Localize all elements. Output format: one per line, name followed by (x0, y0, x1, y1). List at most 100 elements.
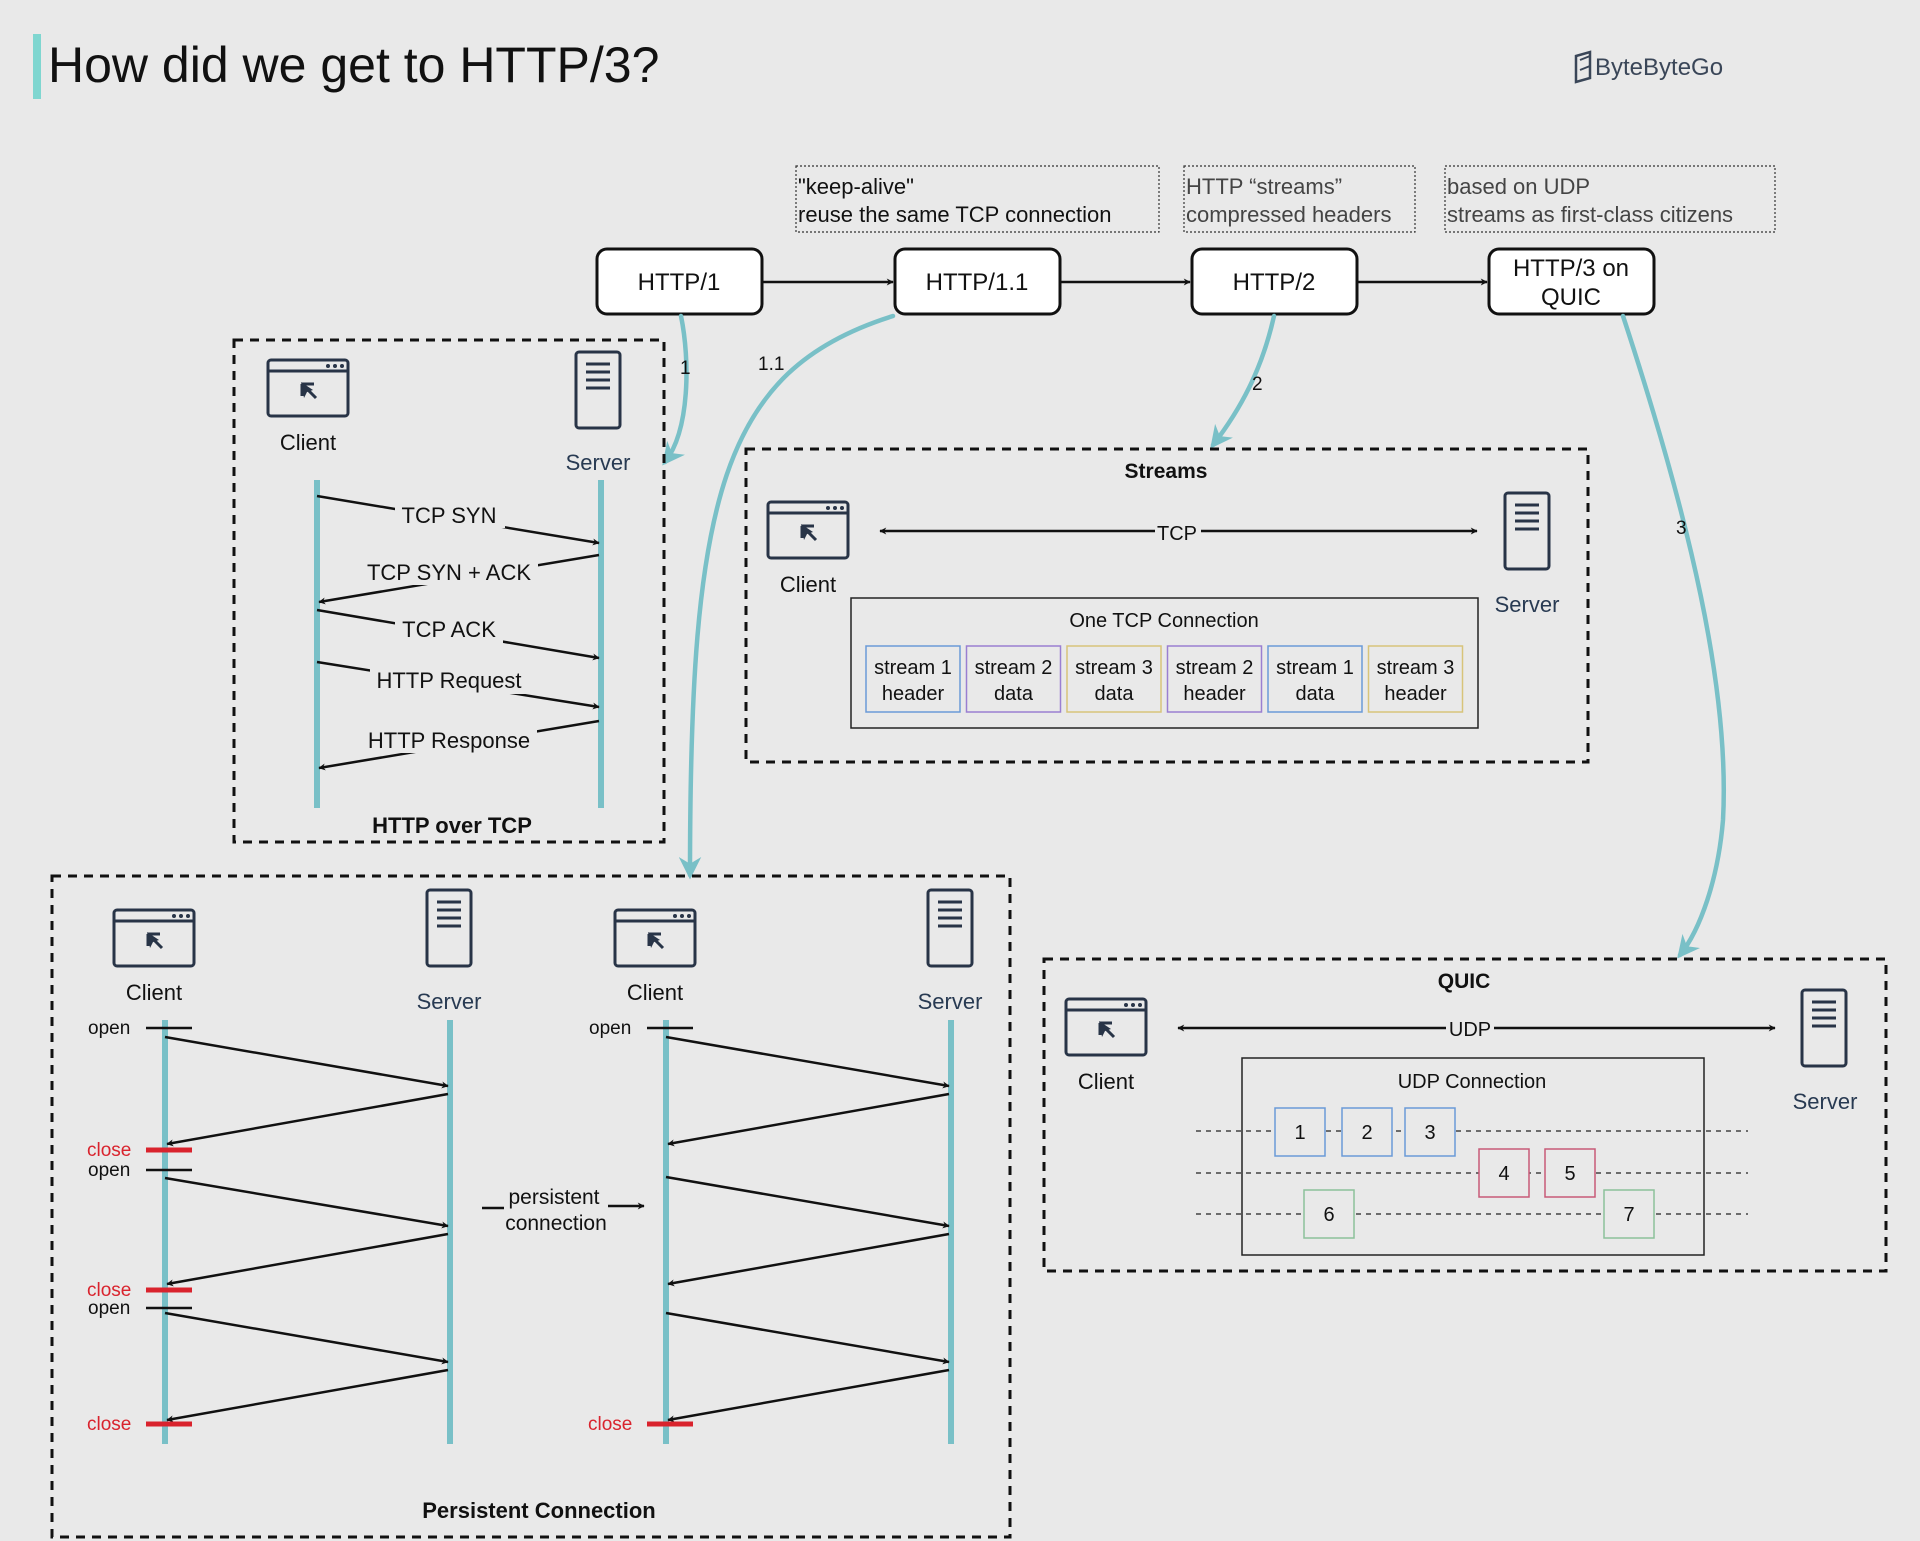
note-http11: "keep-alive" reuse the same TCP connecti… (795, 165, 1160, 233)
open-label: open (88, 1160, 130, 1181)
link-label-11: 1.1 (758, 354, 784, 375)
client-icon (266, 358, 350, 418)
close-label: close (87, 1280, 131, 1301)
svg-text:HTTP/1: HTTP/1 (638, 269, 721, 296)
svg-text:streams as first-class citizen: streams as first-class citizens (1447, 202, 1733, 227)
msg-tcp-ack: TCP ACK (402, 617, 496, 642)
panel-title-quic: QUIC (1438, 970, 1491, 993)
open-label: open (589, 1018, 631, 1039)
udp-packet: 2 (1341, 1107, 1393, 1157)
server-icon (926, 888, 974, 968)
server-label: Server (1495, 592, 1560, 617)
client-icon (766, 500, 850, 560)
udp-packet: 4 (1478, 1148, 1530, 1198)
client-label: Client (280, 430, 336, 455)
stream-frame: stream 3 header (1367, 645, 1464, 713)
server-icon (574, 350, 622, 430)
client-label: Client (1078, 1069, 1134, 1094)
stream-frame: stream 2 data (965, 645, 1062, 713)
panel-title-streams: Streams (1125, 460, 1208, 483)
client-label: Client (780, 572, 836, 597)
svg-text:stream 1: stream 1 (874, 657, 952, 679)
version-http2: HTTP/2 (1190, 247, 1359, 316)
panel-http-over-tcp: Client Server TCP SYN TCP SYN + ACK TCP … (232, 338, 666, 844)
udp-packet: 3 (1404, 1107, 1456, 1157)
svg-text:HTTP/3 on: HTTP/3 on (1513, 255, 1629, 282)
stream-frame: stream 1 data (1267, 645, 1363, 713)
svg-text:data: data (1296, 683, 1336, 705)
client-icon (613, 908, 697, 968)
client-label: Client (627, 980, 683, 1005)
svg-text:data: data (994, 683, 1034, 705)
version-http3: HTTP/3 on QUIC (1487, 247, 1656, 316)
svg-text:HTTP “streams”: HTTP “streams” (1186, 174, 1342, 199)
server-label: Server (918, 989, 983, 1014)
close-label: close (87, 1414, 131, 1435)
svg-text:1: 1 (1294, 1122, 1305, 1144)
panel-title-http-over-tcp: HTTP over TCP (372, 813, 532, 838)
server-icon (1800, 988, 1848, 1068)
svg-text:QUIC: QUIC (1541, 284, 1601, 311)
svg-text:compressed headers: compressed headers (1186, 202, 1391, 227)
svg-text:stream 1: stream 1 (1276, 657, 1354, 679)
close-label: close (87, 1140, 131, 1161)
udp-label: UDP (1449, 1019, 1491, 1041)
link-http3 (1620, 313, 1727, 959)
persistent-connection-label-2: connection (505, 1212, 607, 1235)
title-accent-bar (33, 34, 41, 99)
link-label-3: 3 (1676, 518, 1687, 539)
note-http2: HTTP “streams” compressed headers (1183, 165, 1416, 233)
udp-packet: 7 (1603, 1189, 1655, 1239)
version-http11: HTTP/1.1 (893, 247, 1062, 316)
udp-packet: 5 (1544, 1148, 1596, 1198)
panel-quic: QUIC Client Server UDP UDP Connection 1 2… (1042, 957, 1888, 1273)
svg-text:stream 3: stream 3 (1075, 657, 1153, 679)
svg-text:7: 7 (1623, 1204, 1634, 1226)
client-icon (1064, 997, 1148, 1057)
brand-name: ByteByteGo (1595, 54, 1723, 81)
svg-text:4: 4 (1498, 1163, 1509, 1185)
page-title: How did we get to HTTP/3? (48, 37, 659, 93)
link-http1 (662, 313, 689, 466)
svg-text:based on UDP: based on UDP (1447, 174, 1590, 199)
stream-frame: stream 2 header (1166, 645, 1263, 713)
server-label: Server (1793, 1089, 1858, 1114)
bytebytego-logo-icon (1574, 50, 1592, 84)
note-http3: based on UDP streams as first-class citi… (1444, 165, 1776, 233)
udp-connection-label: UDP Connection (1398, 1071, 1547, 1093)
msg-http-request: HTTP Request (376, 668, 521, 693)
server-label: Server (566, 450, 631, 475)
panel-persistent-connection: Client Server open close open close open… (50, 874, 1012, 1539)
svg-text:header: header (1183, 683, 1246, 705)
svg-text:data: data (1095, 683, 1135, 705)
udp-packets: 1 2 3 4 5 6 7 (1274, 1107, 1655, 1239)
svg-text:stream 2: stream 2 (975, 657, 1053, 679)
open-label: open (88, 1298, 130, 1319)
tcp-label: TCP (1157, 523, 1197, 545)
close-label: close (588, 1414, 632, 1435)
svg-text:HTTP/2: HTTP/2 (1233, 269, 1316, 296)
svg-text:5: 5 (1564, 1163, 1575, 1185)
svg-text:stream 2: stream 2 (1176, 657, 1254, 679)
svg-text:header: header (1384, 683, 1447, 705)
panel-streams: Streams Client Server TCP One TCP Connec… (744, 447, 1590, 764)
svg-text:6: 6 (1323, 1204, 1334, 1226)
version-http1: HTTP/1 (595, 247, 764, 316)
link-http11 (678, 313, 896, 880)
svg-text:"keep-alive": "keep-alive" (798, 174, 914, 199)
client-label: Client (126, 980, 182, 1005)
link-http2 (1210, 313, 1277, 449)
stream-frame: stream 3 data (1066, 645, 1162, 713)
svg-text:stream 3: stream 3 (1377, 657, 1455, 679)
svg-text:2: 2 (1361, 1122, 1372, 1144)
persistent-connection-label: persistent (508, 1186, 599, 1209)
svg-text:3: 3 (1424, 1122, 1435, 1144)
msg-http-response: HTTP Response (368, 728, 530, 753)
server-icon (1503, 491, 1551, 571)
open-label: open (88, 1018, 130, 1039)
server-label: Server (417, 989, 482, 1014)
tcp-connection-box (850, 597, 1479, 729)
